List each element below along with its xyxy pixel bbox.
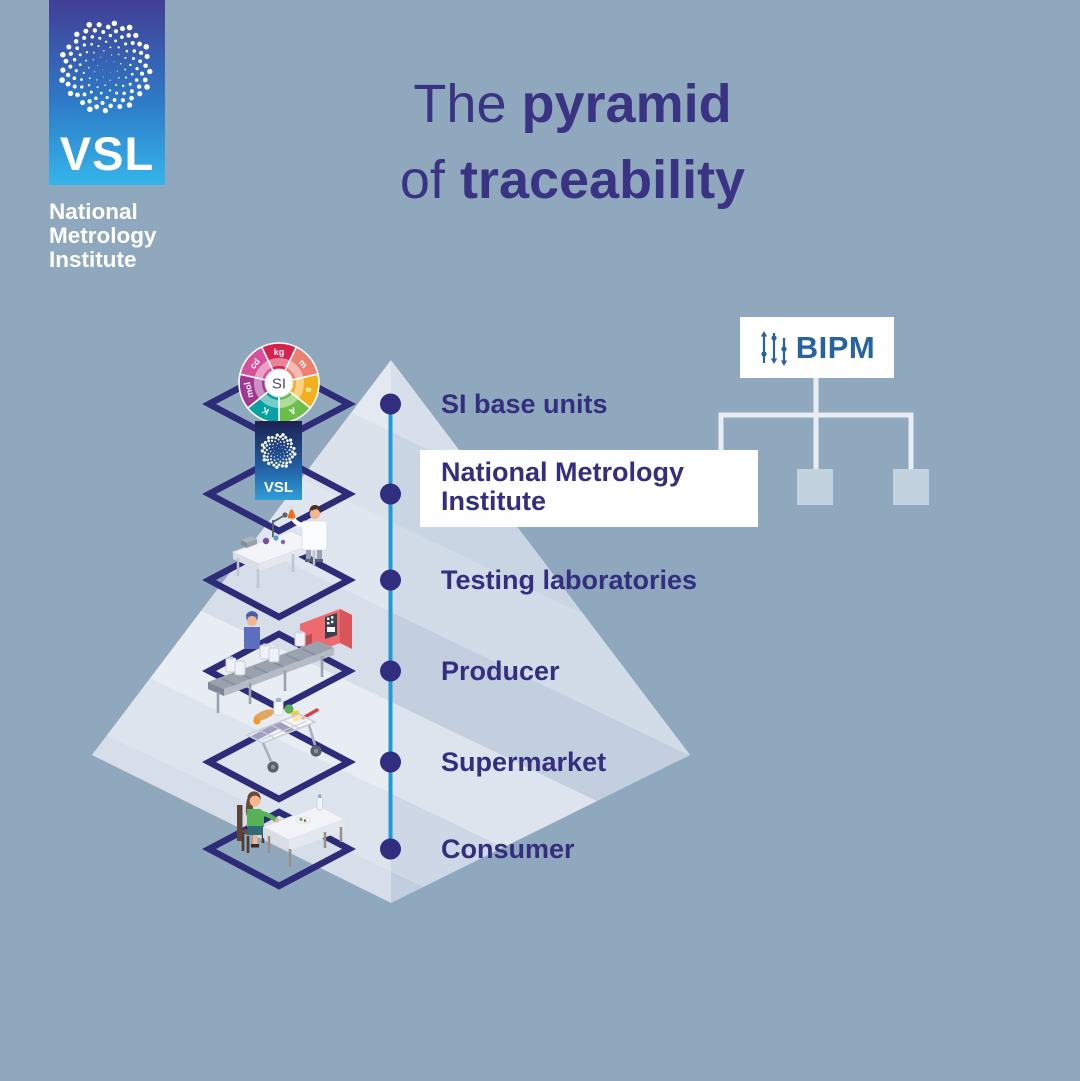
- vsl-mini-wordmark: VSL: [264, 479, 293, 496]
- org-name-line: Institute: [49, 247, 137, 272]
- title-lead: of: [399, 150, 445, 210]
- testing-laboratory-illustration: [231, 505, 328, 588]
- si-unit-label-K: K: [260, 405, 271, 417]
- dot-si-base-units: [380, 393, 401, 415]
- level-label-supermarket: Supermarket: [441, 747, 607, 777]
- dot-testing-laboratories: [380, 569, 401, 591]
- level-label-testing-laboratories: Testing laboratories: [441, 565, 698, 595]
- org-name-line: Metrology: [49, 223, 157, 248]
- diamond-supermarket: [202, 721, 356, 803]
- bipm-sliders-icon: [760, 330, 787, 366]
- title-keyword: pyramid: [521, 74, 732, 134]
- vsl-mini-logo: VSL: [255, 421, 302, 500]
- connector-square-left: [797, 469, 833, 505]
- title-keyword: traceability: [459, 150, 746, 210]
- page-title: The pyramid of traceability: [320, 66, 825, 218]
- dot-nmi: [380, 483, 401, 505]
- timeline-dots: [380, 393, 401, 860]
- vsl-dots-icon: [59, 20, 153, 114]
- dot-consumer: [380, 838, 401, 860]
- bipm-box: BIPM: [740, 317, 894, 378]
- diamond-nmi: [202, 453, 356, 535]
- si-unit-label-kg: kg: [274, 347, 285, 357]
- vsl-mini-dots-icon: [260, 433, 297, 469]
- level-label-national-metrology-institute: National Metrology Institute: [441, 457, 685, 516]
- diamond-testing-laboratories: [202, 539, 356, 621]
- bipm-connector-lines: [718, 370, 914, 470]
- supermarket-cart-illustration: [245, 698, 322, 773]
- org-name-line: National: [49, 199, 138, 224]
- title-lead: The: [413, 74, 507, 134]
- pyramid-left-face-highlight: [92, 360, 391, 903]
- bipm-label: BIPM: [795, 329, 876, 365]
- nmi-highlight-box: National Metrology Institute: [420, 450, 758, 527]
- si-wheel-center-label: SI: [272, 376, 286, 393]
- org-name: National Metrology Institute: [49, 200, 157, 272]
- vsl-logo: VSL: [49, 0, 165, 185]
- vsl-wordmark: VSL: [59, 127, 155, 180]
- si-unit-label-s: s: [304, 386, 315, 393]
- dot-supermarket: [380, 751, 401, 773]
- si-unit-label-A: A: [287, 405, 298, 417]
- si-unit-label-mol: mol: [242, 381, 255, 399]
- dot-producer: [380, 660, 401, 682]
- level-label-consumer: Consumer: [441, 834, 575, 864]
- level-label-producer: Producer: [441, 656, 560, 686]
- consumer-illustration: [237, 791, 347, 867]
- connector-square-right: [893, 469, 929, 505]
- producer-illustration: [208, 609, 352, 713]
- level-label-si-base-units: SI base units: [441, 389, 608, 419]
